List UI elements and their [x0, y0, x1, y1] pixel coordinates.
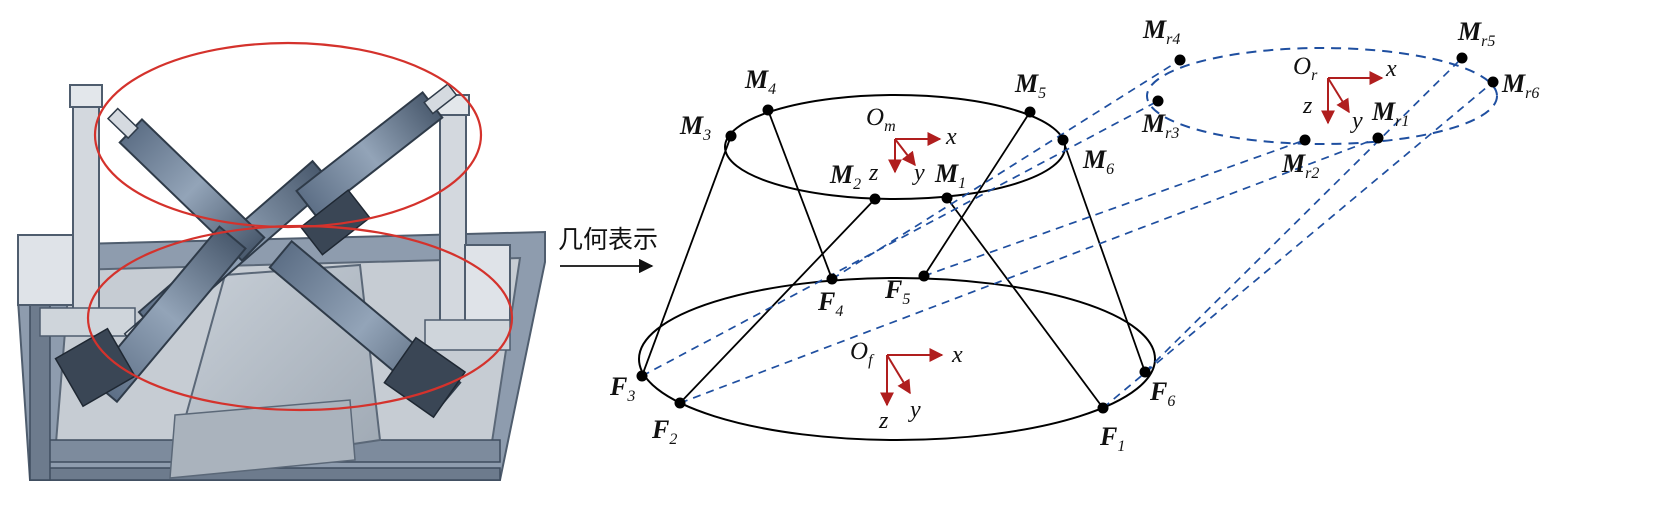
- proj-F3-Mr3: [641, 100, 1159, 377]
- point-M2: [869, 193, 881, 205]
- proj-F4-Mr4: [831, 59, 1181, 280]
- motor-left: [54, 327, 137, 408]
- point-M4: [762, 104, 774, 116]
- reference-y-axis: [1327, 77, 1350, 114]
- label-Mr4: Mr4: [1142, 15, 1180, 48]
- mechanism-render: [16, 41, 546, 481]
- point-Mr3: [1152, 95, 1164, 107]
- label-Mr6: Mr6: [1501, 69, 1539, 102]
- point-Mr6: [1487, 76, 1499, 88]
- point-Mr1: [1372, 132, 1384, 144]
- post-right: [439, 109, 467, 326]
- label-moving-z: z: [868, 160, 879, 186]
- point-Mr5: [1456, 52, 1468, 64]
- point-F1: [1097, 402, 1109, 414]
- label-M5: M5: [1014, 69, 1046, 102]
- proj-F2-Mr1: [679, 137, 1379, 404]
- leg-3: [641, 135, 732, 377]
- label-fixed-z: z: [878, 408, 889, 434]
- point-F4: [826, 273, 838, 285]
- label-M4: M4: [744, 65, 776, 98]
- geometric-diagram: M1 M2 M3 M4 M5 M6 F1 F2 F3 F4 F5 F6 Mr1 …: [609, 15, 1539, 455]
- label-fixed-x: x: [951, 342, 963, 368]
- point-Mr4: [1174, 54, 1186, 66]
- motor-top-right: [299, 189, 371, 256]
- label-Mr1: Mr1: [1371, 97, 1409, 130]
- moving-y-axis: [894, 138, 916, 167]
- fixed-frame-axes: [880, 348, 944, 407]
- point-M3: [725, 130, 737, 142]
- label-Mr2: Mr2: [1281, 149, 1319, 182]
- reference-frame-axes: [1321, 71, 1384, 125]
- proj-F1-Mr6: [1102, 81, 1494, 409]
- label-F6: F6: [1149, 377, 1175, 410]
- point-M5: [1024, 106, 1036, 118]
- label-F5: F5: [884, 275, 910, 308]
- proj-F5-Mr2: [923, 139, 1306, 277]
- arrow-caption: 几何表示: [558, 225, 658, 254]
- label-Mr5: Mr5: [1457, 17, 1495, 50]
- label-M6: M6: [1082, 145, 1114, 178]
- label-fixed-y: y: [908, 397, 921, 423]
- legs: [641, 109, 1146, 409]
- base-beam-front-2: [29, 467, 501, 481]
- point-F2: [674, 397, 686, 409]
- label-ref-z: z: [1302, 93, 1313, 119]
- point-F3: [636, 370, 648, 382]
- label-M3: M3: [679, 111, 711, 144]
- point-Mr2: [1299, 134, 1311, 146]
- leg-5: [923, 111, 1031, 277]
- leg-4: [767, 109, 833, 280]
- label-M2: M2: [829, 160, 861, 193]
- side-block-left: [17, 234, 74, 306]
- fixed-y-axis: [886, 354, 911, 395]
- lower-ring: [86, 224, 514, 412]
- label-Om: Om: [866, 104, 896, 135]
- label-moving-x: x: [945, 124, 957, 150]
- side-slab-right: [424, 319, 511, 351]
- label-F1: F1: [1099, 422, 1125, 455]
- center-plate-lower: [169, 399, 356, 479]
- leg-1: [946, 197, 1104, 409]
- actuator-leg-3: [106, 107, 266, 262]
- label-M1: M1: [934, 159, 966, 192]
- actuator-leg-2: [295, 83, 458, 218]
- label-moving-y: y: [912, 160, 925, 186]
- label-Or: Or: [1293, 53, 1318, 84]
- point-F6: [1139, 366, 1151, 378]
- point-M6: [1057, 134, 1069, 146]
- label-F4: F4: [817, 287, 843, 320]
- label-ref-y: y: [1350, 108, 1363, 134]
- label-F2: F2: [651, 415, 677, 448]
- motor-right: [383, 336, 467, 419]
- leg-6: [1062, 139, 1146, 373]
- side-block-right: [464, 244, 511, 326]
- point-M1: [941, 192, 953, 204]
- leg-2: [679, 198, 876, 404]
- moving-frame-axes: [888, 132, 942, 174]
- label-ref-x: x: [1385, 56, 1397, 82]
- proj-F6-Mr5: [1144, 57, 1463, 373]
- label-Of: Of: [850, 338, 875, 369]
- projection-lines: [641, 57, 1494, 409]
- fixed-platform-ellipse: [638, 277, 1156, 441]
- joint-points: [636, 52, 1499, 414]
- post-left-cap: [69, 84, 103, 108]
- label-F3: F3: [609, 372, 635, 405]
- point-F5: [918, 270, 930, 282]
- reference-platform-ellipse: [1146, 47, 1498, 145]
- label-Mr3: Mr3: [1141, 109, 1179, 142]
